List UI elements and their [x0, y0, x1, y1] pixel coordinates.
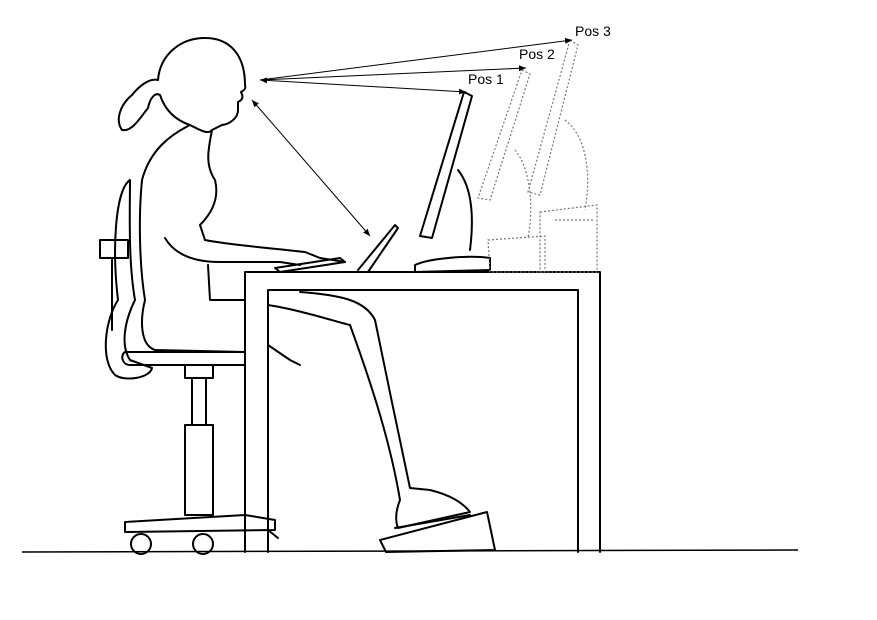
seated-person: [117, 37, 471, 529]
label-pos-3: Pos 3: [575, 23, 611, 39]
monitor-position-3: [527, 39, 598, 273]
viewing-distance-arrows: [251, 37, 573, 237]
label-pos-1: Pos 1: [468, 71, 504, 87]
office-chair: [99, 179, 279, 555]
monitor-position-2: [477, 69, 546, 273]
monitor-position-1: [414, 91, 491, 273]
document-holder: [357, 224, 399, 273]
label-pos-2: Pos 2: [519, 46, 555, 62]
footrest: [379, 511, 496, 553]
desk: [244, 271, 601, 553]
